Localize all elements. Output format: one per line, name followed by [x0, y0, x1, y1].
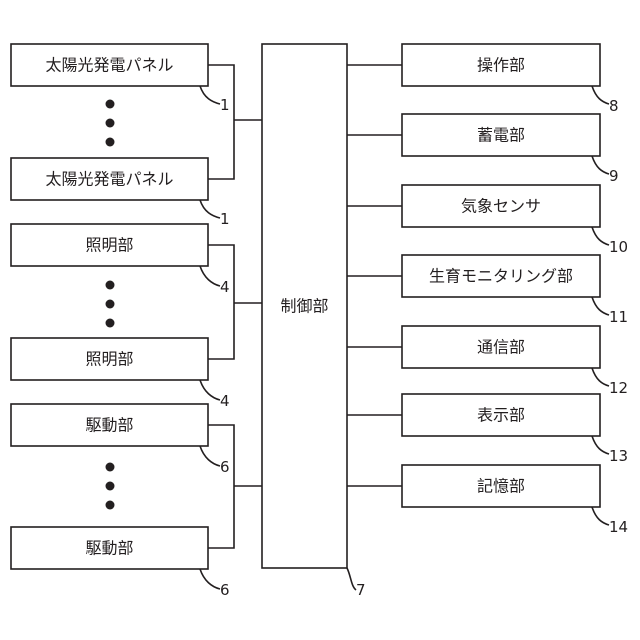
- memory-ref: 14: [609, 518, 628, 536]
- ellipsis-dot: [106, 100, 115, 109]
- ellipsis-dot: [106, 119, 115, 128]
- ellipsis-dot: [106, 319, 115, 328]
- lighting-ref-2: 4: [220, 392, 230, 410]
- growth-monitor-ref: 11: [609, 308, 628, 326]
- power-storage-label: 蓄電部: [477, 126, 525, 145]
- communication-label: 通信部: [477, 338, 525, 357]
- display-label: 表示部: [477, 406, 525, 425]
- solar-panel-leader-2: [200, 200, 220, 218]
- lighting-leader-1: [200, 266, 220, 286]
- power-storage-leader: [592, 156, 609, 174]
- solar-panel-label-2: 太陽光発電パネル: [45, 170, 173, 189]
- ellipsis-dot: [106, 463, 115, 472]
- weather-sensor-ref: 10: [609, 238, 628, 256]
- lighting-label-2: 照明部: [85, 350, 133, 369]
- solar-panel-leader-1: [200, 86, 220, 104]
- drive-ref-1: 6: [220, 458, 230, 476]
- communication-leader: [592, 368, 609, 386]
- drive-bus: [208, 425, 262, 548]
- weather-sensor-leader: [592, 227, 609, 245]
- display-leader: [592, 436, 609, 454]
- lighting-ref-1: 4: [220, 278, 230, 296]
- drive-label-2: 駆動部: [85, 539, 133, 558]
- control-unit-ref: 7: [356, 581, 366, 599]
- communication-ref: 12: [609, 379, 628, 397]
- drive-ref-2: 6: [220, 581, 230, 599]
- solar-panel-ref-1: 1: [220, 96, 230, 114]
- solar-panel-ref-2: 1: [220, 210, 230, 228]
- operation-unit-label: 操作部: [477, 56, 525, 75]
- memory-leader: [592, 507, 609, 525]
- drive-label-1: 駆動部: [85, 416, 133, 435]
- ellipsis-dot: [106, 281, 115, 290]
- lighting-label-1: 照明部: [85, 236, 133, 255]
- solar-panel-bus: [208, 65, 262, 179]
- power-storage-ref: 9: [609, 167, 619, 185]
- operation-unit-ref: 8: [609, 97, 619, 115]
- growth-monitor-leader: [592, 297, 609, 315]
- memory-label: 記憶部: [477, 477, 525, 496]
- ellipsis-dot: [106, 482, 115, 491]
- control-unit-leader: [347, 568, 356, 590]
- ellipsis-dot: [106, 300, 115, 309]
- display-ref: 13: [609, 447, 628, 465]
- lighting-bus: [208, 245, 262, 359]
- drive-leader-2: [200, 569, 220, 589]
- ellipsis-dot: [106, 138, 115, 147]
- lighting-leader-2: [200, 380, 220, 400]
- operation-unit-leader: [592, 86, 609, 104]
- drive-leader-1: [200, 446, 220, 466]
- control-unit-label: 制御部: [280, 297, 328, 316]
- ellipsis-dot: [106, 501, 115, 510]
- growth-monitor-label: 生育モニタリング部: [429, 267, 573, 286]
- solar-panel-label-1: 太陽光発電パネル: [45, 56, 173, 75]
- weather-sensor-label: 気象センサ: [461, 197, 541, 216]
